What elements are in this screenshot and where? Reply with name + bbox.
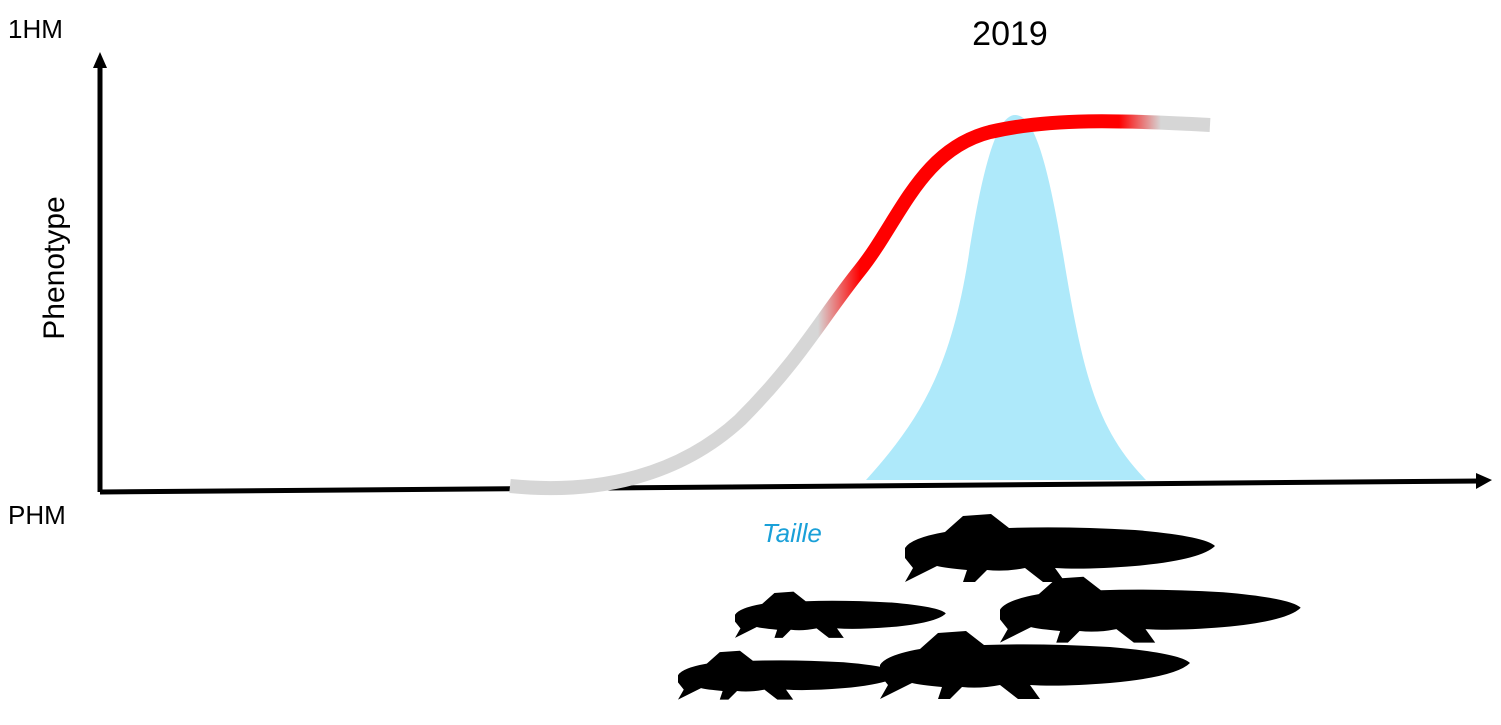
x-axis-arrowhead: [1476, 473, 1492, 489]
diagram-title: 2019: [972, 15, 1048, 53]
fish-icon: [1000, 576, 1301, 643]
sigmoid-curve: [509, 114, 1211, 496]
y-axis-bottom-label: PHM: [8, 500, 66, 530]
fish-icon: [678, 650, 902, 700]
x-axis-label: Taille: [762, 518, 822, 548]
fish-icon: [735, 591, 946, 638]
y-axis-top-label: 1HM: [8, 14, 63, 44]
y-axis-label: Phenotype: [38, 196, 71, 339]
y-axis-arrowhead: [93, 52, 107, 68]
fish-icon: [905, 514, 1215, 582]
x-axis: [99, 478, 1483, 495]
size-distribution: [866, 115, 1146, 480]
